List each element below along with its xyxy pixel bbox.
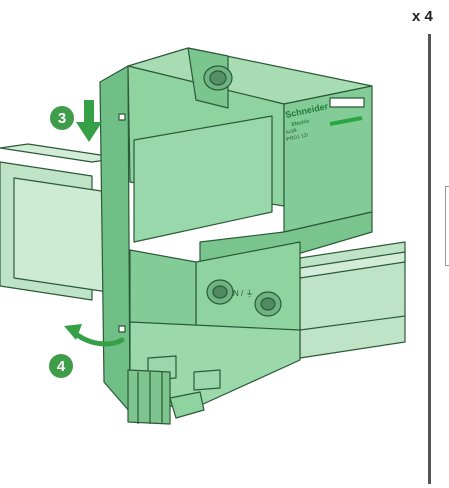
brand-sub-label: Electric [291,118,310,128]
side-clip-top [118,113,126,121]
bottom-connector [127,369,205,425]
step-4-badge [49,354,73,378]
step-4-arrow [73,331,125,347]
status-indicator-bar [329,116,363,126]
step-3-arrow [76,100,102,142]
model-label-2: iPRD1 12r [285,132,309,143]
step-3-badge [50,106,74,130]
status-window [329,97,365,108]
module-front-cover [133,115,273,243]
divider-line [428,34,431,484]
quantity-label: x 4 [412,8,433,25]
surge-arrester-module [99,47,373,413]
step-4-number: 4 [57,358,66,375]
top-screw-slot [209,70,227,86]
step-3-number: 3 [58,110,66,127]
side-clip-bottom [118,325,126,333]
terminal-screw-left [206,279,234,305]
step-4-arrowhead [64,324,82,340]
step-3: 3 [50,100,102,142]
rail-lip-left [13,177,109,293]
rail-edge [299,315,406,331]
terminal-label: N / ⏚ [233,289,253,298]
model-label-1: Acti9 [285,128,297,136]
top-screw [203,65,233,91]
step-4: 4 [49,324,125,378]
next-panel-edge [445,186,449,266]
terminal-screw-right [254,291,282,317]
